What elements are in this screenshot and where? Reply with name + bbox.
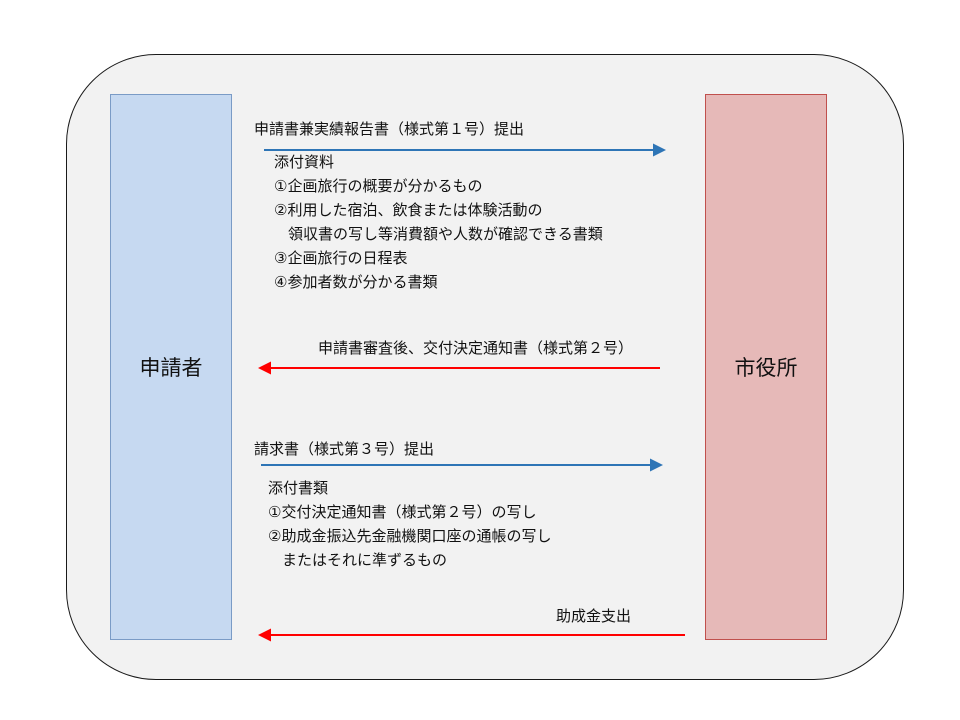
- step3-label: 請求書（様式第３号）提出: [254, 440, 435, 458]
- step3-attachment-item: またはそれに準ずるもの: [282, 551, 448, 569]
- city-office-lane: 市役所: [705, 94, 827, 640]
- city-office-label: 市役所: [734, 356, 798, 380]
- submit-invoice-arrow: [261, 458, 663, 472]
- step1-attachment-item: 領収書の写し等消費額や人数が確認できる書類: [288, 225, 603, 243]
- step1-attachment-item: ③企画旅行の日程表: [274, 249, 408, 267]
- applicant-label: 申請者: [139, 356, 203, 380]
- step1-label: 申請書兼実績報告書（様式第１号）提出: [254, 120, 525, 138]
- approval-notice-arrow: [258, 361, 660, 375]
- applicant-lane: 申請者: [110, 94, 232, 640]
- step4-label: 助成金支出: [556, 607, 632, 625]
- step2-label: 申請書審査後、交付決定通知書（様式第２号）: [318, 339, 634, 357]
- step3-attachment-item: ②助成金振込先金融機関口座の通帳の写し: [268, 527, 552, 545]
- step1-attachment-item: ④参加者数が分かる書類: [274, 273, 438, 291]
- step3-attachment-item: ①交付決定通知書（様式第２号）の写し: [268, 503, 537, 521]
- step1-attachment-item: ①企画旅行の概要が分かるもの: [274, 177, 483, 195]
- step3-attachments-heading: 添付書類: [268, 479, 329, 497]
- step3-attachment-list: 添付書類 ①交付決定通知書（様式第２号）の写し ②助成金振込先金融機関口座の通帳…: [268, 476, 551, 572]
- step1-attachments-heading: 添付資料: [274, 153, 335, 171]
- step1-attachment-item: ②利用した宿泊、飲食または体験活動の: [274, 201, 543, 219]
- step1-attachment-list: 添付資料 ①企画旅行の概要が分かるもの ②利用した宿泊、飲食または体験活動の 領…: [274, 150, 603, 294]
- grant-payment-arrow: [258, 628, 685, 642]
- submit-application-arrow: [264, 143, 666, 157]
